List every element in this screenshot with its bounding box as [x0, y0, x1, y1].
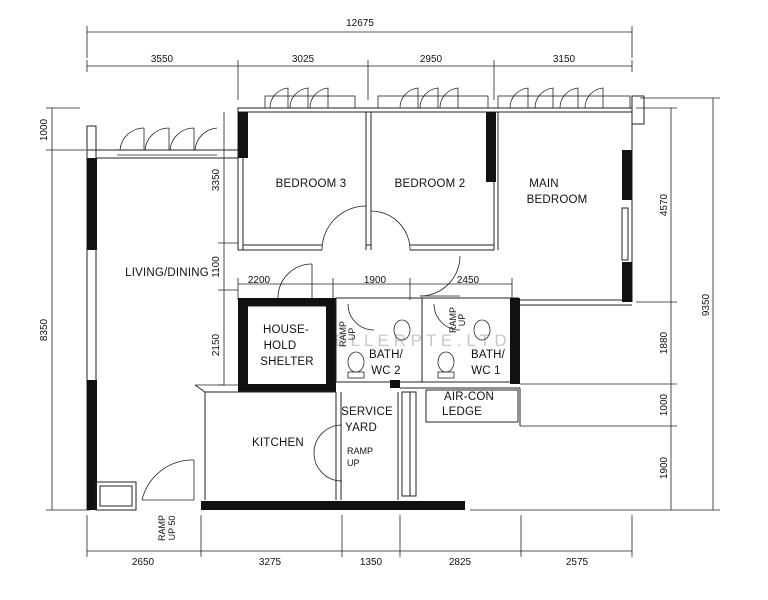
- room-bedroom-3: BEDROOM 3: [276, 178, 347, 190]
- room-living-dining: LIVING/DINING: [125, 267, 209, 279]
- walls: [86, 95, 645, 511]
- room-aircon-1: AIR-CON: [444, 391, 494, 403]
- dim-inner-2150: 2150: [211, 333, 222, 356]
- dim-left-1000: 1000: [39, 118, 50, 141]
- room-shelter-2: HOLD: [264, 340, 297, 352]
- room-bath2-1: BATH/: [369, 349, 404, 361]
- room-bedroom-2: BEDROOM 2: [395, 178, 466, 190]
- dim-mid-1900: 1900: [364, 275, 387, 286]
- room-shelter-3: SHELTER: [260, 356, 314, 368]
- bath-fixtures: [347, 319, 491, 379]
- dim-inner-3350: 3350: [211, 168, 222, 191]
- dim-bottom-5: 2575: [566, 557, 589, 568]
- dim-right-1900: 1900: [659, 456, 670, 479]
- dim-bottom-3: 1350: [360, 557, 383, 568]
- ramp-yard-line2: UP: [347, 458, 360, 468]
- dim-right-9350: 9350: [701, 293, 712, 316]
- dim-mid-2450: 2450: [457, 275, 480, 286]
- dimension-lines: [46, 26, 720, 557]
- ramp-entrance-line2: UP 50: [167, 516, 177, 541]
- room-bath1-1: BATH/: [471, 349, 506, 361]
- ramp-bath1-line1: RAMP: [448, 307, 458, 333]
- dim-right-1880: 1880: [659, 331, 670, 354]
- dim-inner-1100: 1100: [211, 256, 222, 278]
- dim-bottom-4: 2825: [449, 557, 472, 568]
- ramp-bath1-line2: UP: [457, 314, 467, 327]
- dim-top-2: 3025: [292, 54, 315, 65]
- dim-bottom-2: 3275: [259, 557, 282, 568]
- dim-left-8350: 8350: [39, 318, 50, 341]
- ramp-entrance-line1: RAMP: [157, 515, 167, 541]
- dim-bottom-1: 2650: [132, 557, 155, 568]
- ramp-labels: RAMP UP RAMP UP RAMP UP RAMP UP 50: [157, 307, 467, 541]
- dim-top-1: 3550: [151, 54, 174, 65]
- dim-top-total: 12675: [346, 18, 374, 29]
- doors: [141, 205, 461, 501]
- room-yard-2: YARD: [345, 422, 377, 434]
- room-main-bedroom-2: BEDROOM: [527, 194, 588, 206]
- dimension-labels: 12675 3550 3025 2950 3150 2650 3275 1350…: [39, 18, 712, 568]
- dim-right-4570: 4570: [659, 193, 670, 216]
- room-yard-1: SERVICE: [341, 406, 393, 418]
- ramp-bath2-line1: RAMP: [338, 321, 348, 347]
- dim-top-3: 2950: [420, 54, 443, 65]
- room-main-bedroom-1: MAIN: [529, 178, 559, 190]
- room-shelter-1: HOUSE-: [263, 324, 309, 336]
- room-aircon-2: LEDGE: [442, 406, 482, 418]
- room-bath1-2: WC 1: [471, 365, 501, 377]
- room-labels: BEDROOM 3 BEDROOM 2 MAIN BEDROOM LIVING/…: [125, 178, 587, 449]
- dim-right-1000: 1000: [659, 393, 670, 416]
- ramp-yard-line1: RAMP: [347, 446, 373, 456]
- dim-mid-2200: 2200: [248, 275, 271, 286]
- room-bath2-2: WC 2: [371, 365, 401, 377]
- windows: [117, 87, 631, 156]
- dim-top-4: 3150: [553, 54, 576, 65]
- ramp-bath2-line2: UP: [347, 328, 357, 341]
- room-kitchen: KITCHEN: [252, 437, 304, 449]
